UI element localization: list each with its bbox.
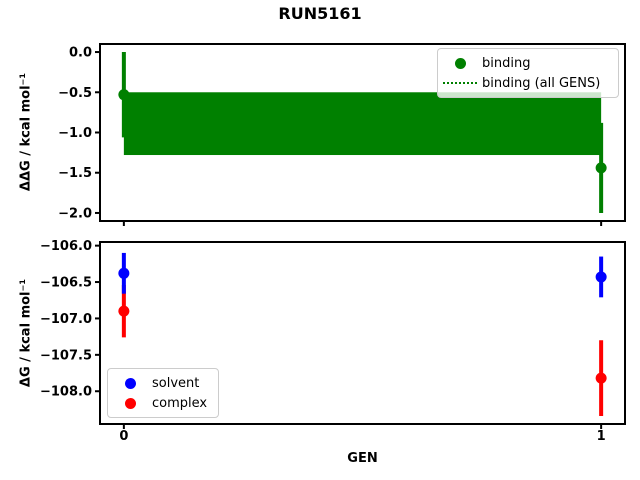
solvent-marker-gen1 [595,271,607,283]
blue-dot-icon [124,377,136,389]
x-tick-label: 1 [597,429,606,444]
binding-all-gens-marker-icon [438,82,482,84]
top-legend: binding binding (all GENS) [437,48,619,98]
y-tick-label: −1.0 [58,126,92,141]
binding-marker-icon [438,57,482,69]
uncertainty-band [123,92,602,156]
binding-marker-gen0 [118,89,130,101]
y-tick-label: −1.5 [58,166,92,181]
legend-item-binding-all-gens: binding (all GENS) [438,73,612,93]
y-tick-label: −108.0 [40,385,92,400]
figure-title: RUN5161 [278,4,362,23]
y-tick-label: −0.5 [58,86,92,101]
bottom-axes-ylabel: ΔG / kcal mol⁻¹ [18,278,34,388]
legend-label-binding-all-gens: binding (all GENS) [482,75,601,91]
legend-label-complex: complex [152,395,208,411]
y-tick-label: −2.0 [58,206,92,221]
legend-label-solvent: solvent [152,375,200,391]
axes-frame [99,241,626,425]
y-tick-label: −106.0 [40,239,92,254]
legend-label-binding: binding [482,55,531,71]
dotted-line-icon [443,82,477,84]
top-axes-ylabel: ΔΔG / kcal mol⁻¹ [18,72,34,192]
legend-item-binding: binding [438,53,612,73]
complex-marker-icon [108,397,152,409]
binding-marker-gen1 [595,162,607,174]
y-tick-label: −107.5 [40,348,92,363]
complex-marker-gen0 [118,305,130,317]
legend-item-complex: complex [108,393,212,413]
x-tick-label: 0 [119,429,128,444]
x-axis-label: GEN [347,451,378,466]
solvent-marker-icon [108,377,152,389]
legend-item-solvent: solvent [108,373,212,393]
complex-marker-gen1 [595,372,607,384]
red-dot-icon [124,397,136,409]
bottom-legend: solvent complex [107,368,219,418]
y-tick-label: 0.0 [69,46,92,61]
green-dot-icon [454,57,466,69]
y-tick-label: −106.5 [40,276,92,291]
y-tick-label: −107.0 [40,312,92,327]
solvent-marker-gen0 [118,267,130,279]
